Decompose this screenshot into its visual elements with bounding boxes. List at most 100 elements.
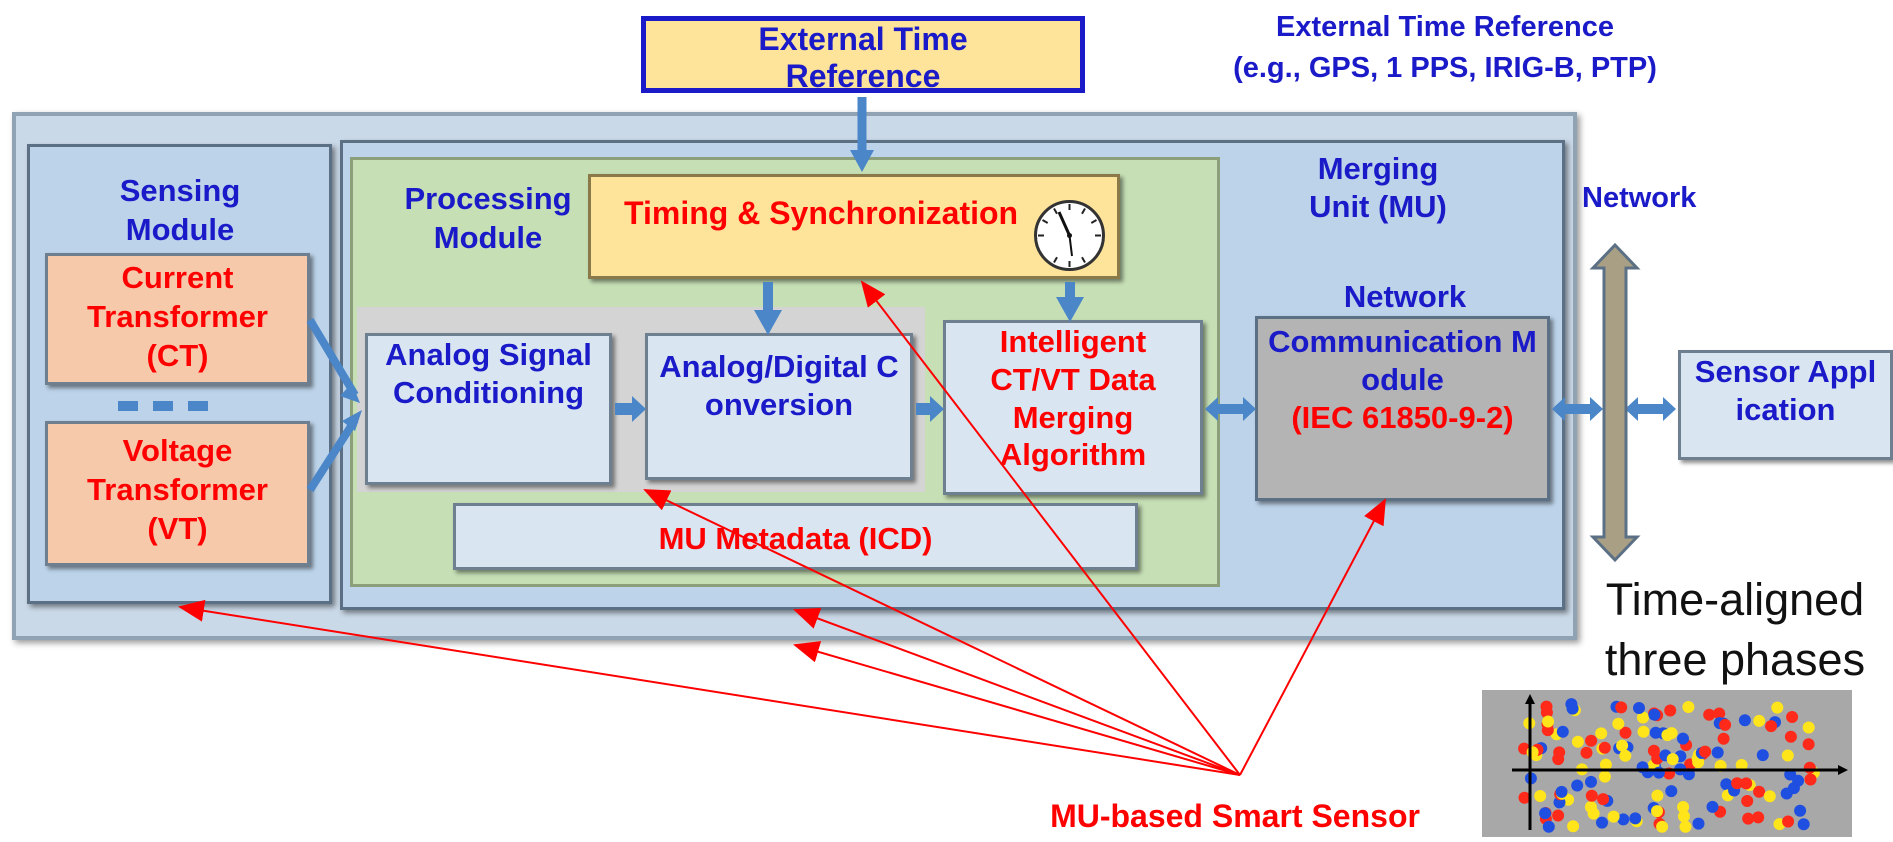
three-phase-scatter-icon	[1482, 690, 1852, 837]
merging-unit-label: Merging Unit (MU)	[1309, 151, 1447, 224]
phase-dot	[1616, 739, 1629, 752]
phase-dot	[1713, 707, 1726, 720]
callout-comm	[1239, 498, 1386, 776]
network-comm-body: Communication Module	[1268, 324, 1537, 397]
phase-dot	[1612, 717, 1625, 730]
dashed-separator	[118, 401, 208, 411]
phase-dot	[1599, 758, 1612, 771]
phase-dot	[1580, 746, 1593, 759]
phase-dot	[1633, 702, 1645, 714]
phase-dot	[1661, 729, 1674, 742]
phase-dot	[1794, 804, 1807, 817]
phase-dot	[1742, 812, 1755, 825]
callout-metadata-1	[793, 608, 1241, 776]
phase-dot	[1679, 820, 1692, 833]
phase-dot	[1731, 777, 1744, 790]
phase-dot	[1753, 785, 1766, 798]
voltage-transformer: Voltage Transformer (VT)	[45, 421, 310, 566]
phase-dot	[1647, 744, 1660, 757]
phase-dot	[1763, 790, 1776, 803]
phase-dot	[1717, 732, 1730, 745]
callout-timing	[860, 280, 1241, 776]
phase-dot	[1656, 820, 1669, 833]
phase-dot	[1797, 818, 1810, 831]
callout-sensing	[178, 599, 1241, 776]
phase-dot	[1542, 820, 1555, 833]
phase-dot	[1534, 790, 1547, 802]
phase-dot	[1719, 718, 1732, 731]
phase-dot	[1541, 724, 1554, 737]
time-aligned-caption: Time-aligned three phases	[1604, 574, 1866, 685]
phase-dot	[1740, 777, 1753, 790]
phase-dot	[1802, 738, 1815, 751]
callout-conditioning	[643, 489, 1241, 776]
phase-dot	[1584, 801, 1597, 813]
phase-dot	[1711, 746, 1724, 759]
phase-dot	[1555, 785, 1568, 798]
phase-dot	[1782, 815, 1795, 828]
phase-dot	[1677, 732, 1689, 745]
phase-dot	[1595, 727, 1608, 740]
phase-dot	[1752, 811, 1765, 824]
phase-dot	[1677, 801, 1690, 813]
phase-dot	[1597, 793, 1610, 806]
phase-dot	[1765, 720, 1778, 733]
phase-dot	[1553, 746, 1566, 759]
phase-dot	[1556, 725, 1569, 738]
current-transformer: Current Transformer (CT)	[45, 253, 310, 385]
network-comm-standard: (IEC 61850-9-2)	[1291, 399, 1514, 435]
network-comm-title: Network	[1343, 279, 1467, 314]
network-label: Network	[1582, 182, 1697, 214]
phase-dot	[1784, 730, 1797, 743]
phase-dot	[1637, 725, 1650, 738]
phase-dot	[1699, 745, 1712, 758]
phase-dot	[1596, 816, 1608, 829]
merging-algorithm: Intelligent CT/VT Data Merging Algorithm	[943, 320, 1203, 495]
phase-dot	[1598, 770, 1611, 783]
phase-dot	[1792, 774, 1805, 787]
external-time-note-line2: (e.g., GPS, 1 PPS, IRIG-B, PTP)	[1233, 51, 1657, 84]
timing-sync-box: Timing & Synchronization	[588, 174, 1120, 279]
external-time-note-line1: External Time Reference	[1276, 11, 1614, 43]
phase-dot	[1682, 701, 1695, 713]
sensor-application[interactable]: Sensor Application	[1678, 350, 1893, 460]
phase-dot	[1802, 721, 1815, 734]
phase-dot	[1703, 708, 1716, 721]
phase-dot	[1678, 810, 1690, 823]
bottom-caption: MU-based Smart Sensor	[1050, 798, 1420, 834]
phase-dot	[1629, 812, 1642, 825]
phase-dot	[1786, 711, 1799, 723]
vt-to-conditioning-arrow	[306, 417, 359, 493]
sensing-module-label: Sensing Module	[119, 173, 241, 247]
phase-dot	[1585, 775, 1597, 788]
metadata-box: MU Metadata (ICD)	[453, 503, 1138, 570]
phase-dot	[1571, 779, 1584, 792]
phase-dot	[1666, 753, 1679, 766]
external-time-note: External Time Reference (e.g., GPS, 1 PP…	[1165, 7, 1725, 88]
external-time-reference-box: External Time Reference	[641, 16, 1085, 94]
phase-dot	[1565, 698, 1578, 711]
phase-dot	[1518, 791, 1531, 804]
phase-dot	[1585, 789, 1598, 802]
phase-dot	[1753, 714, 1766, 727]
phase-dot	[1735, 759, 1748, 771]
phase-dot	[1706, 800, 1719, 813]
network-bus	[1589, 242, 1641, 563]
phase-dot	[1664, 704, 1677, 717]
clock-icon	[1032, 198, 1107, 273]
analog-signal-conditioning: Analog Signal Conditioning	[365, 333, 612, 485]
processing-module-label: Processing Module	[404, 181, 572, 255]
phase-dot	[1741, 795, 1754, 807]
phase-dot	[1804, 773, 1817, 786]
phase-dot	[1771, 701, 1784, 714]
phase-dot	[1571, 735, 1584, 748]
callout-metadata-2	[793, 641, 1241, 776]
phase-dot	[1665, 785, 1678, 798]
network-comm-module[interactable]: Communication Module (IEC 61850-9-2)	[1255, 316, 1550, 501]
phase-dot	[1539, 807, 1552, 820]
phase-dot	[1619, 726, 1632, 739]
phase-dot	[1651, 789, 1664, 802]
ad-conversion: Analog/Digital Conversion	[645, 333, 913, 480]
phase-dot	[1615, 701, 1628, 714]
